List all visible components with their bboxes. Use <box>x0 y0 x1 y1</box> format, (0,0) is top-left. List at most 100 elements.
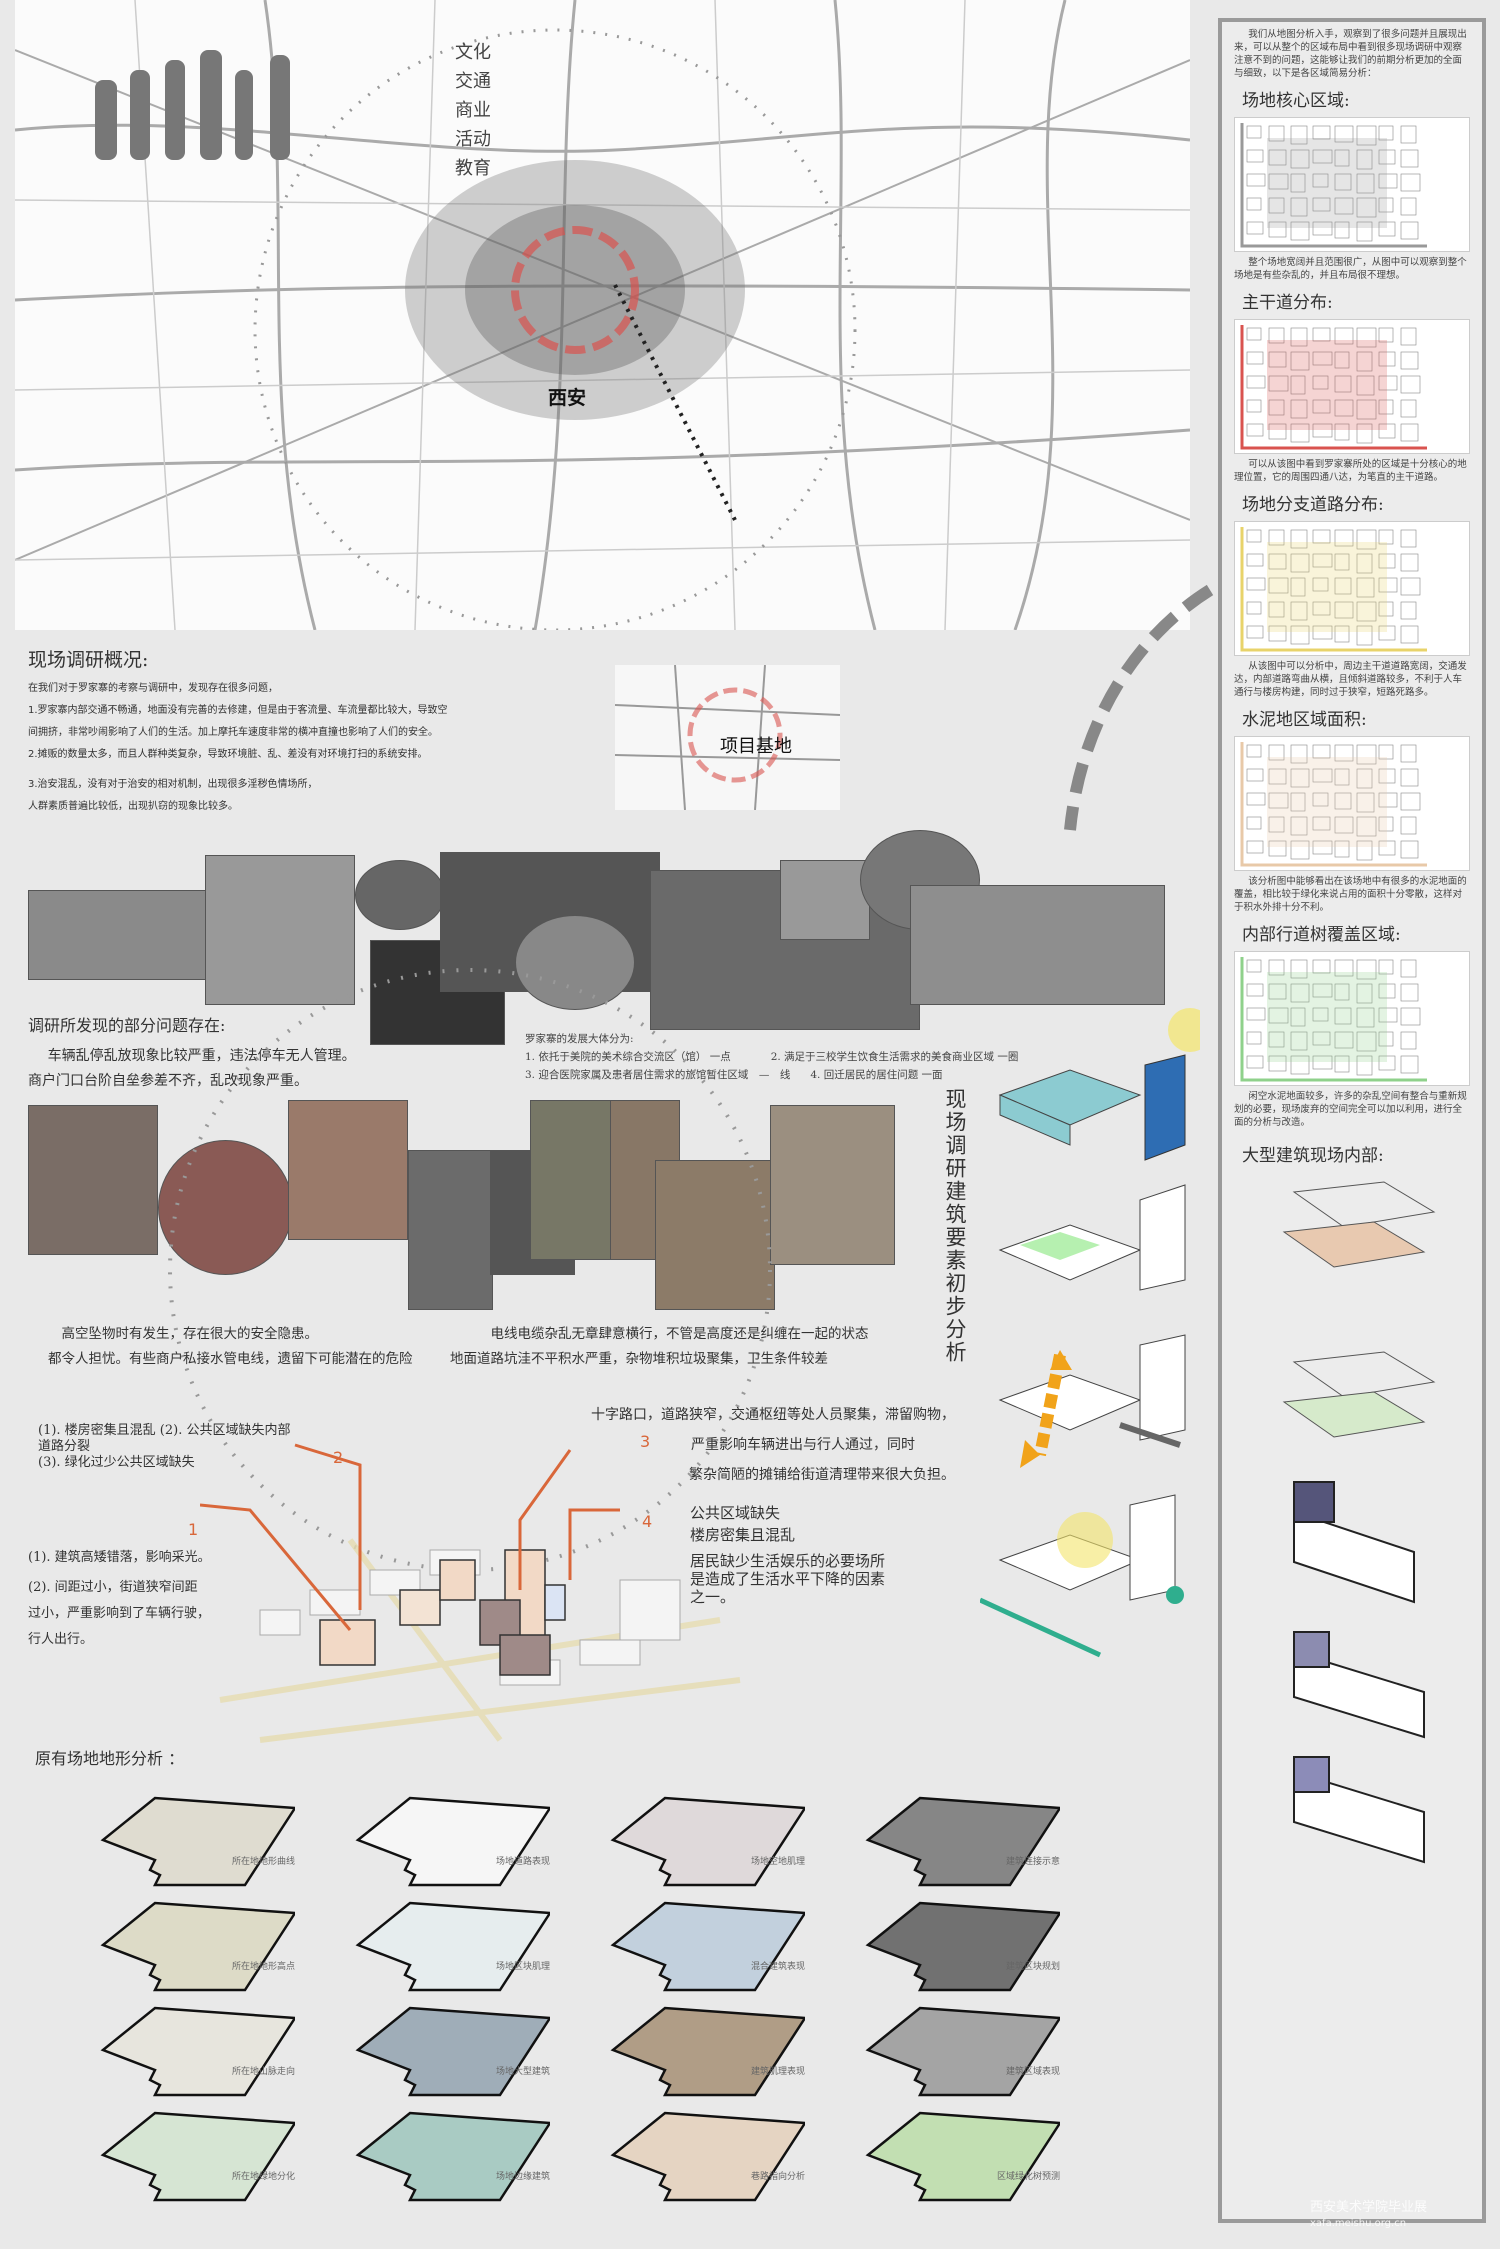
terrain-label: 所在地山脉走向 <box>231 2067 295 2077</box>
terrain-map <box>865 1796 1060 1887</box>
terrain-thumbnail: 建筑区域表现 <box>860 2000 1060 2097</box>
photo-old-building <box>910 885 1165 1005</box>
photo-road <box>770 1105 895 1265</box>
sidebar-section: 场地分支道路分布: 从该图中可以分析中，周边主干道道路宽阔，交通发达，内部道路弯… <box>1234 490 1470 699</box>
terrain-map <box>610 2006 805 2097</box>
caption-line: 地面道路坑洼不平积水严重，杂物堆积垃圾聚集，卫生条件较差 <box>450 1351 828 1367</box>
terrain-map <box>610 1901 805 1992</box>
note-line: (1). 楼房密集且混乱 (2). 公共区域缺失内部 <box>38 1423 291 1438</box>
marker-4: 4 <box>642 1512 653 1531</box>
terrain-label: 巷路指向分析 <box>750 2172 805 2182</box>
marker-3: 3 <box>640 1432 651 1451</box>
development-title: 罗家寨的发展大体分为: <box>525 1033 634 1045</box>
development-item: 3. 迎合医院家属及患者居住需求的旅馆暂住区域 — 线 <box>525 1069 791 1081</box>
sidebar-section-title: 场地核心区域: <box>1242 91 1350 111</box>
photo-street-circle <box>515 915 635 1010</box>
terrain-map <box>355 1901 550 1992</box>
city-map <box>15 0 1190 630</box>
site-plan-map <box>1234 736 1470 871</box>
photo-parked-car <box>28 1105 158 1255</box>
terrain-label: 所在地地形高点 <box>231 1962 295 1972</box>
theme: 活动 <box>455 129 491 150</box>
site-plan-map <box>1234 951 1470 1086</box>
terrain-map <box>610 2111 805 2202</box>
terrain-label: 场地道路表现 <box>495 1857 550 1867</box>
sidebar-section-text: 该分析图中能够看出在该场地中有很多的水泥地面的覆盖，相比较于绿化来说占用的面积十… <box>1234 876 1467 913</box>
terrain-thumbnail: 建筑连接示意 <box>860 1790 1060 1887</box>
terrain-label: 建筑区域表现 <box>1005 2067 1060 2077</box>
note-c: 公共区域缺失 楼房密集且混乱 居民缺少生活娱乐的必要场所 是造成了生活水平下降的… <box>690 1502 885 1606</box>
note-line: 居民缺少生活娱乐的必要场所 <box>690 1552 886 1570</box>
survey-line: 2.摊贩的数量太多，而且人群种类复杂，导致环境脏、乱、差没有对环境打扫的系统安排… <box>28 749 428 760</box>
development-item: 1. 依托于美院的美术综合交流区（馆） 一点 <box>525 1051 731 1063</box>
terrain-map <box>100 1901 295 1992</box>
sidebar-section-text: 闲空水泥地面较多，许多的杂乱空间有整合与重新规划的必要，现场废弃的空间完全可以加… <box>1234 1091 1467 1128</box>
terrain-thumbnail: 场地道路表现 <box>350 1790 550 1887</box>
caption-line: 都令人担忧。有些商户私接水管电线，遗留下可能潜在的危险 <box>48 1351 413 1367</box>
theme: 文化 <box>455 42 491 63</box>
terrain-thumbnail: 所在地地形曲线 <box>95 1790 295 1887</box>
note-line: 楼房密集且混乱 <box>690 1526 796 1544</box>
theme: 教育 <box>455 158 491 179</box>
terrain-map <box>100 2006 295 2097</box>
block-model <box>200 1443 741 1743</box>
terrain-label: 所在地地形曲线 <box>231 1857 295 1867</box>
terrain-map <box>100 1796 295 1887</box>
note-a: (1). 楼房密集且混乱 (2). 公共区域缺失内部 道路分裂 (3). 绿化过… <box>38 1423 358 1471</box>
sidebar-section-title: 场地分支道路分布: <box>1242 495 1384 515</box>
marker-2: 2 <box>333 1448 344 1467</box>
analysis-sidebar: 我们从地图分析入手，观察到了很多问题并且展现出来，可以从整个的区域布局中看到很多… <box>1218 18 1486 2223</box>
theme: 商业 <box>455 100 491 121</box>
watermark-url: xafa.meishu.org.cn <box>1310 2218 1407 2229</box>
note-line: (1). 建筑高矮错落，影响采光。 <box>28 1550 211 1565</box>
people-silhouettes <box>95 50 290 160</box>
terrain-label: 场地空地肌理 <box>750 1857 805 1867</box>
photo-cables <box>530 1100 615 1260</box>
site-inset-map <box>614 664 841 811</box>
survey-line: 1.罗家寨内部交通不畅通，地面没有完善的去修建，但是由于客流量、车流量都比较大，… <box>28 705 448 716</box>
terrain-map <box>865 1901 1060 1992</box>
dashed-arc <box>1064 584 1214 831</box>
terrain-label: 场地区块肌理 <box>495 1962 550 1972</box>
terrain-label: 所在地绿地分化 <box>231 2172 295 2182</box>
vertical-title: 现场调研建筑要素初步分析 <box>943 1088 967 1364</box>
survey-line: 人群素质普遍比较低，出现扒窃的现象比较多。 <box>28 801 238 812</box>
sidebar-section-title: 内部行道树覆盖区域: <box>1242 925 1401 945</box>
sidebar-section: 内部行道树覆盖区域: 闲空水泥地面较多，许多的杂乱空间有整合与重新规划的必要，现… <box>1234 920 1470 1129</box>
terrain-thumbnail: 所在地绿地分化 <box>95 2105 295 2202</box>
terrain-label: 建筑区块规划 <box>1005 1962 1060 1972</box>
note-line: (3). 绿化过少公共区域缺失 <box>38 1455 195 1470</box>
development-item: 4. 回迁居民的居住问题 一面 <box>810 1069 943 1081</box>
sidebar-section-text: 整个场地宽阔并且范围很广，从图中可以观察到整个场地是有些杂乱的，并且布局很不理想… <box>1234 257 1467 281</box>
survey-line: 在我们对于罗家寨的考察与调研中，发现存在很多问题， <box>28 683 278 694</box>
caption-line: 电线电缆杂乱无章肆意横行，不管是高度还是纠缠在一起的状态 <box>490 1326 869 1342</box>
terrain-thumbnail: 场地边缘建筑 <box>350 2105 550 2202</box>
terrain-map <box>355 1796 550 1887</box>
terrain-thumbnail: 所在地地形高点 <box>95 1895 295 1992</box>
road-network <box>15 0 1190 630</box>
terrain-thumbnail: 混合建筑表现 <box>605 1895 805 1992</box>
caption-right: 电线电缆杂乱无章肆意横行，不管是高度还是纠缠在一起的状态 地面道路坑洼不平积水严… <box>450 1322 869 1372</box>
dotted-circle <box>168 968 772 1572</box>
sidebar-section-title: 大型建筑现场内部: <box>1242 1146 1384 1166</box>
terrain-map <box>100 2111 295 2202</box>
note-d: (1). 建筑高矮错落，影响采光。 (2). 间距过小，街道狭窄间距 过小，严重… <box>28 1545 211 1653</box>
section-title: 调研所发现的部分问题存在: <box>28 1016 226 1035</box>
photo-sign-circle <box>355 860 445 930</box>
terrain-thumbnail: 区域绿化树预测 <box>860 2105 1060 2202</box>
terrain-thumbnail: 巷路指向分析 <box>605 2105 805 2202</box>
terrain-map <box>865 2111 1060 2202</box>
terrain-label: 区域绿化树预测 <box>996 2172 1060 2182</box>
site-plan-map <box>1234 521 1470 656</box>
note-line: (2). 间距过小，街道狭窄间距 <box>28 1580 198 1595</box>
terrain-label: 场地大型建筑 <box>495 2067 550 2077</box>
theme-list: 文化 交通 商业 活动 教育 <box>455 38 495 183</box>
marker-1: 1 <box>188 1520 199 1539</box>
note-line: 是造成了生活水平下降的因素 <box>690 1570 886 1588</box>
sidebar-section: 场地核心区域: 整个场地宽阔并且范围很广，从图中可以观察到整个场地是有些杂乱的，… <box>1234 86 1470 282</box>
terrain-map <box>355 2111 550 2202</box>
note-line: 过小，严重影响到了车辆行驶， <box>28 1606 211 1621</box>
note-line: 公共区域缺失 <box>690 1504 781 1522</box>
building-interior-diagrams <box>1282 1181 1436 1864</box>
note-line: 十字路口，道路狭窄，交通枢纽等处人员聚集，滞留购物， <box>591 1407 955 1423</box>
